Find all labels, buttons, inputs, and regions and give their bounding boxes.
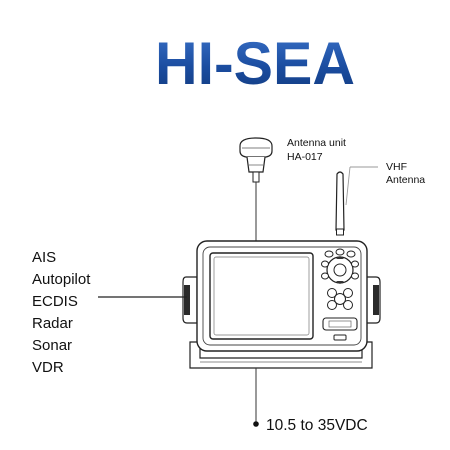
vhf-leader-line <box>345 166 351 206</box>
brand-logo: HI-SEA <box>155 30 355 97</box>
device-sonar: Sonar <box>32 337 72 354</box>
antenna-unit-icon <box>239 137 273 183</box>
connected-devices-list: AIS Autopilot ECDIS Radar Sonar VDR <box>32 249 91 376</box>
device-ecdis: ECDIS <box>32 293 78 310</box>
brand-logo-text: HI-SEA <box>155 30 355 97</box>
vhf-antenna-icon <box>335 171 345 236</box>
device-autopilot: Autopilot <box>32 271 91 288</box>
keypad <box>321 248 359 341</box>
antenna-unit-title: Antenna unit <box>287 137 346 149</box>
vhf-antenna-label-1: VHF <box>386 161 407 173</box>
vhf-antenna-label-2: Antenna <box>386 174 425 186</box>
power-supply-label: 10.5 to 35VDC <box>266 417 368 434</box>
antenna-unit-model: HA-017 <box>287 151 323 163</box>
power-terminal-dot <box>253 421 259 427</box>
display-screen <box>209 252 314 340</box>
display-unit <box>182 240 381 369</box>
device-radar: Radar <box>32 315 73 332</box>
device-ais: AIS <box>32 249 56 266</box>
device-vdr: VDR <box>32 359 64 376</box>
